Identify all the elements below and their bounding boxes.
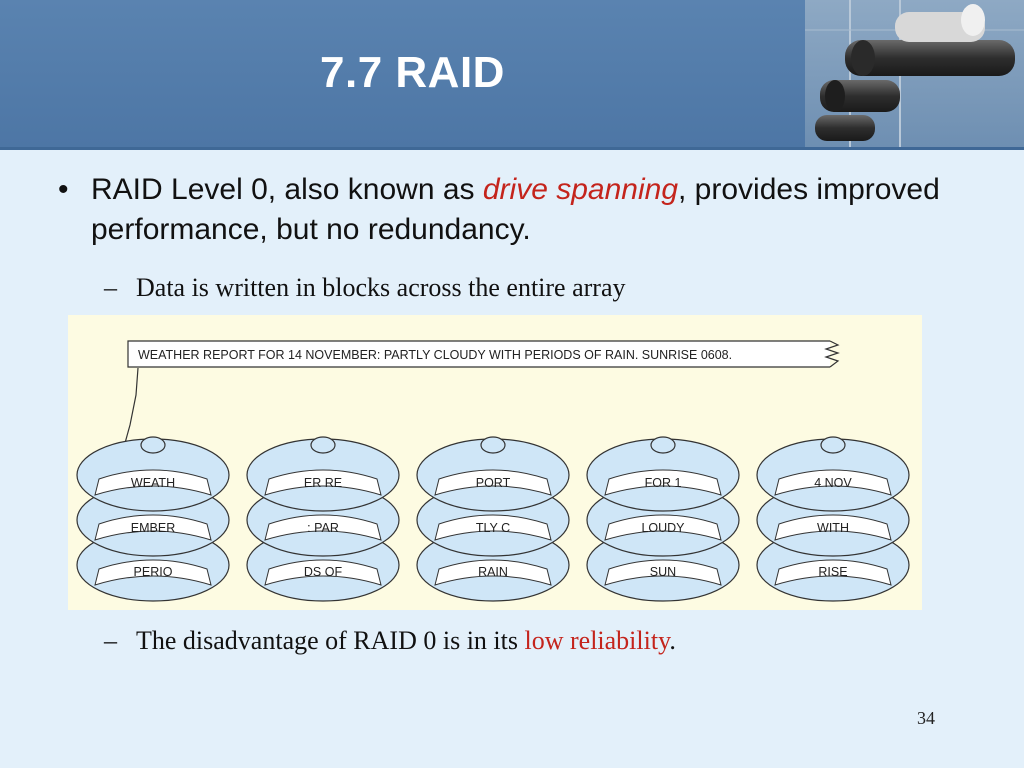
block-label-band bbox=[94, 514, 212, 541]
block-label-band bbox=[434, 469, 552, 496]
sub-bullet-text: Data is written in blocks across the ent… bbox=[136, 273, 626, 302]
drive: PERIO EMBER WEATH bbox=[76, 436, 230, 602]
bullet-text-start: RAID Level 0, also known as bbox=[91, 173, 483, 206]
page-number: 34 bbox=[917, 708, 935, 728]
spindle-hub bbox=[480, 436, 506, 454]
sub-bullet-data-written: –Data is written in blocks across the en… bbox=[104, 273, 626, 303]
block-label-band bbox=[774, 514, 892, 541]
block-label-band bbox=[774, 469, 892, 496]
block-label-band bbox=[774, 559, 892, 586]
drive: RISE WITH 4 NOV bbox=[756, 436, 910, 602]
banner-text: WEATHER REPORT FOR 14 NOVEMBER: PARTLY C… bbox=[138, 348, 732, 362]
platter: WEATH bbox=[76, 438, 230, 512]
block-label-band bbox=[434, 559, 552, 586]
raid0-diagram: WEATH ER RE PORT FOR 1 4 NOV EMBER : PAR TLY C… bbox=[68, 315, 922, 610]
spindle-hub bbox=[650, 436, 676, 454]
raid0-diagram-svg: WEATH ER RE PORT FOR 1 4 NOV EMBER : PAR TLY C… bbox=[76, 340, 910, 602]
low-reliability-term: low reliability bbox=[524, 626, 670, 655]
drive: DS OF : PAR ER RE bbox=[246, 436, 400, 602]
block-label: PORT bbox=[476, 476, 511, 490]
block-label: 4 NOV bbox=[814, 476, 852, 490]
platter: FOR 1 bbox=[586, 438, 740, 512]
drive-array: PERIO EMBER WEATH DS OF : PAR ER RE RAIN TLY C P… bbox=[76, 436, 910, 602]
slide-header: 7.7 RAID bbox=[0, 0, 1024, 150]
block-label: RAIN bbox=[478, 565, 508, 579]
block-label: EMBER bbox=[131, 521, 175, 535]
block-label: PERIO bbox=[134, 565, 173, 579]
block-label-band bbox=[604, 469, 722, 496]
drive-spanning-term: drive spanning bbox=[482, 173, 679, 206]
sub-bullet-disadvantage: –The disadvantage of RAID 0 is in its lo… bbox=[104, 626, 676, 656]
block-label-band bbox=[604, 559, 722, 586]
sub-bullet-text-end: . bbox=[669, 626, 676, 655]
platter: PORT bbox=[416, 438, 570, 512]
drive: SUN LOUDY FOR 1 bbox=[586, 436, 740, 602]
block-label: WEATH bbox=[131, 476, 175, 490]
block-label-band bbox=[604, 514, 722, 541]
block-label: LOUDY bbox=[641, 521, 685, 535]
sub-bullet-text-start: The disadvantage of RAID 0 is in its bbox=[136, 626, 525, 655]
block-label-band bbox=[264, 469, 382, 496]
drive: RAIN TLY C PORT bbox=[416, 436, 570, 602]
bullet-text: RAID Level 0, also known as drive spanni… bbox=[91, 170, 971, 250]
block-label: SUN bbox=[650, 565, 676, 579]
spindle-hub bbox=[820, 436, 846, 454]
block-label-band bbox=[94, 469, 212, 496]
header-photo bbox=[805, 0, 1024, 147]
banner: WEATHER REPORT FOR 14 NOVEMBER: PARTLY C… bbox=[116, 340, 840, 467]
bullet-marker: • bbox=[58, 173, 69, 206]
block-label: ER RE bbox=[304, 476, 342, 490]
block-label: DS OF bbox=[304, 565, 343, 579]
sub-bullet-dash: – bbox=[104, 626, 117, 655]
block-label: WITH bbox=[817, 521, 849, 535]
block-label: FOR 1 bbox=[645, 476, 682, 490]
platter: ER RE bbox=[246, 438, 400, 512]
spindle-hub bbox=[140, 436, 166, 454]
block-label-band bbox=[264, 514, 382, 541]
spindle-hub bbox=[310, 436, 336, 454]
platter: 4 NOV bbox=[756, 438, 910, 512]
block-label-band bbox=[434, 514, 552, 541]
slide-title: 7.7 RAID bbox=[320, 48, 505, 97]
block-label-band bbox=[264, 559, 382, 586]
sub-bullet-dash: – bbox=[104, 273, 117, 302]
block-label: TLY C bbox=[476, 521, 510, 535]
block-label: : PAR bbox=[307, 521, 339, 535]
bullet-text-end: , provides improved performance, but no … bbox=[91, 173, 940, 246]
block-label: RISE bbox=[818, 565, 847, 579]
block-label-band bbox=[94, 559, 212, 586]
